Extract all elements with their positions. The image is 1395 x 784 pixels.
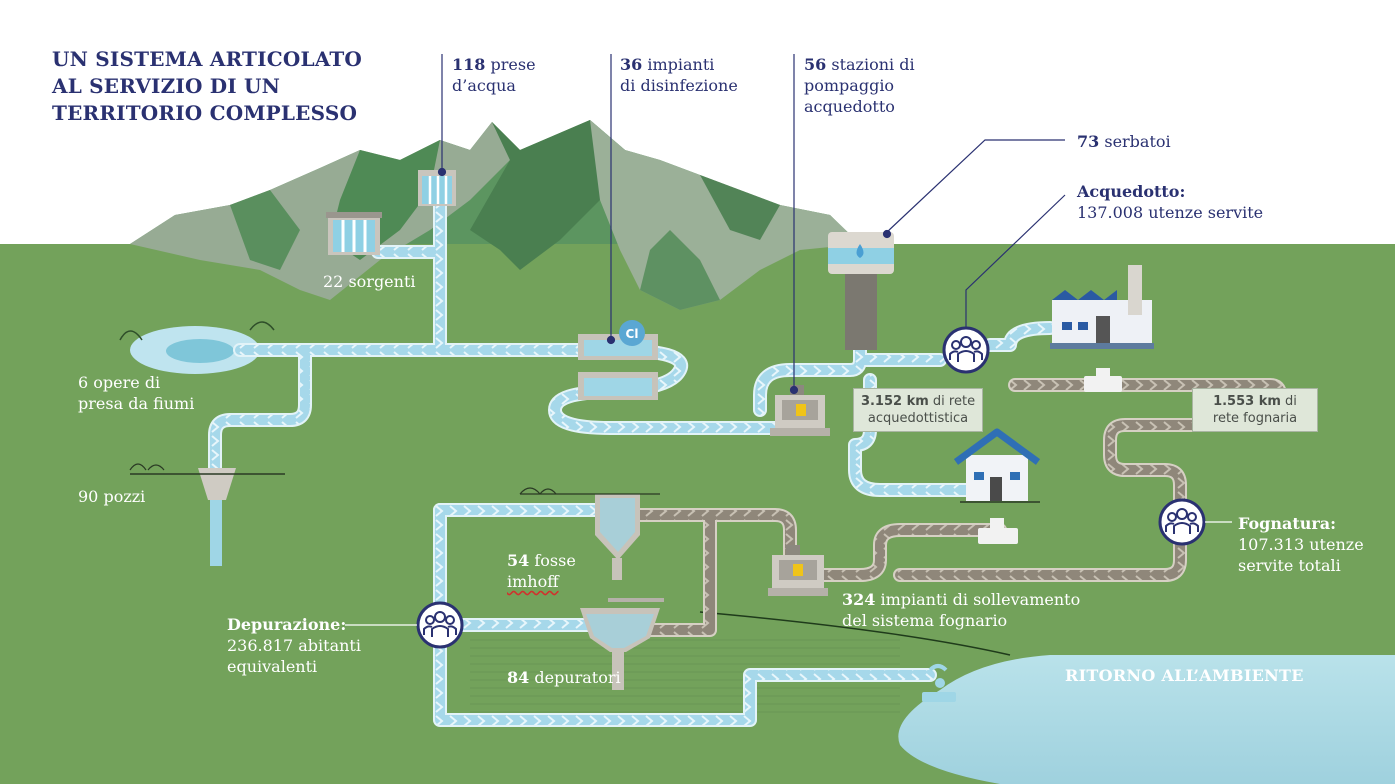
imhoff-tank-icon	[519, 487, 660, 580]
users-icon-fognatura	[1158, 498, 1206, 546]
label-rete-acquedotto: 3.152 km di rete acquedottistica	[853, 388, 983, 432]
label-depurazione: Depurazione: 236.817 abitanti equivalent…	[227, 615, 361, 676]
label-pozzi: 90 pozzi	[78, 487, 146, 506]
users-icon-depurazione	[416, 601, 464, 649]
label-sollevamento: 324 impianti di sollevamento del sistema…	[842, 590, 1081, 630]
label-prese: 118 prese d’acqua	[452, 55, 536, 95]
well-icon	[129, 463, 285, 566]
label-sorgenti: 22 sorgenti	[323, 272, 416, 291]
spring-intake-icon	[326, 212, 382, 255]
sea	[898, 655, 1395, 784]
chlorine-icon: Cl	[626, 327, 639, 341]
label-rete-fognaria: 1.553 km di rete fognaria	[1192, 388, 1318, 432]
label-acquedotto: Acquedotto: 137.008 utenze servite	[1077, 182, 1264, 222]
title-line-2: AL SERVIZIO DI UN	[52, 74, 281, 98]
title-line-1: UN SISTEMA ARTICOLATO	[52, 47, 363, 71]
title-line-3: TERRITORIO COMPLESSO	[52, 101, 358, 125]
users-icon-acquedotto	[942, 326, 990, 374]
callout-lines	[437, 54, 1066, 395]
water-tower-icon	[828, 232, 894, 350]
water-intake-icon	[418, 170, 456, 206]
treatment-plant-icon	[580, 598, 664, 690]
outlet-icon	[922, 664, 956, 702]
callout-lines-white	[345, 521, 1232, 626]
label-fognatura: Fognatura: 107.313 utenze servite totali	[1238, 514, 1364, 575]
label-disinfezione: 36 impianti di disinfezione	[620, 55, 738, 95]
page-title: UN SISTEMA ARTICOLATO AL SERVIZIO DI UN …	[52, 46, 362, 127]
label-opere: 6 opere di presa da fiumi	[78, 373, 195, 413]
label-serbatoi: 73 serbatoi	[1077, 132, 1171, 151]
label-pompaggio: 56 stazioni di pompaggio acquedotto	[804, 55, 915, 116]
house-icon	[953, 428, 1041, 544]
disinfection-plant-icon: Cl	[578, 320, 658, 400]
label-depuratori: 84 depuratori	[507, 668, 621, 687]
factory-icon	[1050, 265, 1154, 392]
lift-station-icon	[768, 545, 828, 596]
ground-texture	[470, 639, 900, 713]
pump-station-icon	[770, 385, 830, 436]
label-ritorno-ambiente: RITORNO ALL’AMBIENTE	[1065, 666, 1304, 685]
label-fosse: 54 fosse imhoff	[507, 551, 576, 591]
